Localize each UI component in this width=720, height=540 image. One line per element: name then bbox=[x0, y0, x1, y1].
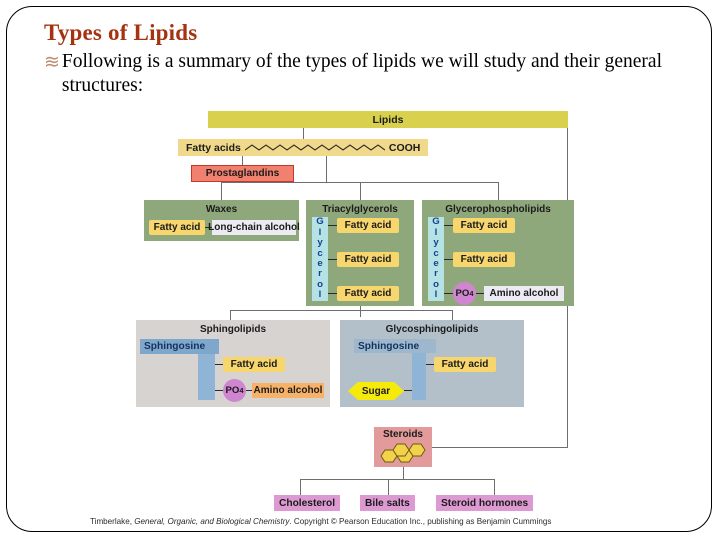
bond-glyco-2 bbox=[404, 390, 412, 391]
glyco-sphingosine-stem bbox=[412, 353, 426, 400]
node-gpl-fatty-acid-1: Fatty acid bbox=[453, 218, 515, 233]
node-gpl-amino-alcohol: Amino alcohol bbox=[484, 286, 564, 301]
connector-fattyacids-down bbox=[326, 156, 327, 182]
node-prostaglandins: Prostaglandins bbox=[191, 165, 294, 182]
connector-green-row-down bbox=[360, 306, 361, 317]
node-steroid-hormones: Steroid hormones bbox=[436, 495, 534, 511]
fatty-acids-label: Fatty acids bbox=[186, 141, 241, 154]
steroid-ring-structure-icon bbox=[380, 443, 426, 463]
connector-lipids-to-fattyacids bbox=[303, 128, 304, 139]
bond-sphingolipids-3 bbox=[246, 390, 252, 391]
node-glyco-sphingosine: Sphingosine bbox=[354, 339, 436, 353]
node-glyco-sugar: Sugar bbox=[348, 382, 404, 400]
node-fatty-acids: Fatty acids COOH bbox=[178, 139, 428, 156]
connector-to-glycosphingolipids bbox=[452, 310, 453, 320]
bond-tag-3 bbox=[328, 293, 337, 294]
credit-prefix: Timberlake, bbox=[90, 517, 135, 526]
connector-steroids-down bbox=[403, 467, 404, 479]
connector-steroid-derivatives-bus bbox=[300, 479, 494, 480]
node-cholesterol: Cholesterol bbox=[274, 495, 341, 511]
node-long-chain-alcohol: Long-chain alcohol bbox=[208, 220, 300, 235]
node-lipids: Lipids bbox=[208, 111, 568, 128]
sphingosine-backbone-stem bbox=[198, 354, 215, 400]
node-bile-salts: Bile salts bbox=[360, 495, 415, 511]
connector-sphingo-bus bbox=[230, 310, 452, 311]
bond-glyco-1 bbox=[426, 364, 434, 365]
bond-gpl-4 bbox=[476, 293, 484, 294]
node-glyco-fatty-acid: Fatty acid bbox=[434, 357, 496, 372]
connector-to-steroid-hormones bbox=[494, 479, 495, 495]
node-sphingolipids-amino-alcohol: Amino alcohol bbox=[252, 383, 324, 398]
node-steroids: Steroids bbox=[374, 427, 432, 467]
bond-waxes bbox=[205, 227, 212, 228]
hydrocarbon-chain-icon bbox=[244, 143, 385, 151]
credit-line: Timberlake, General, Organic, and Biolog… bbox=[90, 517, 642, 526]
node-tag-fatty-acid-1: Fatty acid bbox=[337, 218, 399, 233]
bullet-item: ≋ Following is a summary of the types of… bbox=[44, 50, 674, 98]
connector-to-waxes bbox=[221, 182, 222, 200]
bullet-text: Following is a summary of the types of l… bbox=[61, 51, 662, 96]
bond-gpl-3 bbox=[444, 293, 453, 294]
panel-title-waxes: Waxes bbox=[205, 204, 238, 215]
node-sphingolipids-sphingosine: Sphingosine bbox=[140, 339, 219, 354]
panel-title-glycerophospholipids: Glycerophospholipids bbox=[445, 204, 551, 215]
bond-sphingolipids-1 bbox=[215, 364, 223, 365]
connector-to-sphingolipids bbox=[230, 310, 231, 320]
carboxyl-group-label: COOH bbox=[388, 141, 421, 154]
bullet-glyph-icon: ≋ bbox=[44, 51, 60, 73]
connector-lipids-to-steroids-horizontal bbox=[432, 447, 568, 448]
credit-suffix: . Copyright © Pearson Education Inc., pu… bbox=[289, 517, 552, 526]
bond-sphingolipids-2 bbox=[215, 390, 223, 391]
connector-to-triacylglycerols bbox=[360, 182, 361, 200]
connector-to-glycerophospholipids bbox=[498, 182, 499, 200]
connector-to-cholesterol bbox=[300, 479, 301, 495]
node-gpl-fatty-acid-2: Fatty acid bbox=[453, 252, 515, 267]
panel-title-sphingolipids: Sphingolipids bbox=[199, 324, 267, 335]
node-tag-fatty-acid-3: Fatty acid bbox=[337, 286, 399, 301]
bond-gpl-1 bbox=[444, 225, 453, 226]
credit-book-title: General, Organic, and Biological Chemist… bbox=[134, 517, 290, 526]
node-tag-fatty-acid-2: Fatty acid bbox=[337, 252, 399, 267]
bond-tag-1 bbox=[328, 225, 337, 226]
connector-to-bile-salts bbox=[388, 479, 389, 495]
panel-title-triacylglycerols: Triacylglycerols bbox=[322, 204, 398, 215]
bond-gpl-2 bbox=[444, 259, 453, 260]
steroids-label: Steroids bbox=[382, 429, 423, 440]
node-waxes-fatty-acid: Fatty acid bbox=[149, 220, 205, 235]
panel-title-glycosphingolipids: Glycosphingolipids bbox=[385, 324, 479, 335]
connector-green-row-bus bbox=[221, 182, 498, 183]
bond-tag-2 bbox=[328, 259, 337, 260]
lipid-classification-diagram: Lipids Fatty acids COOH Prostaglandins W… bbox=[78, 105, 642, 530]
panel-glycosphingolipids: Glycosphingolipids Sphingosine Fatty aci… bbox=[340, 320, 524, 407]
page-title: Types of Lipids bbox=[44, 20, 198, 45]
node-sphingolipids-fatty-acid: Fatty acid bbox=[223, 357, 285, 372]
connector-fattyacids-to-prostaglandins bbox=[242, 156, 243, 165]
panel-waxes: Waxes Fatty acid Long-chain alcohol bbox=[144, 200, 300, 241]
